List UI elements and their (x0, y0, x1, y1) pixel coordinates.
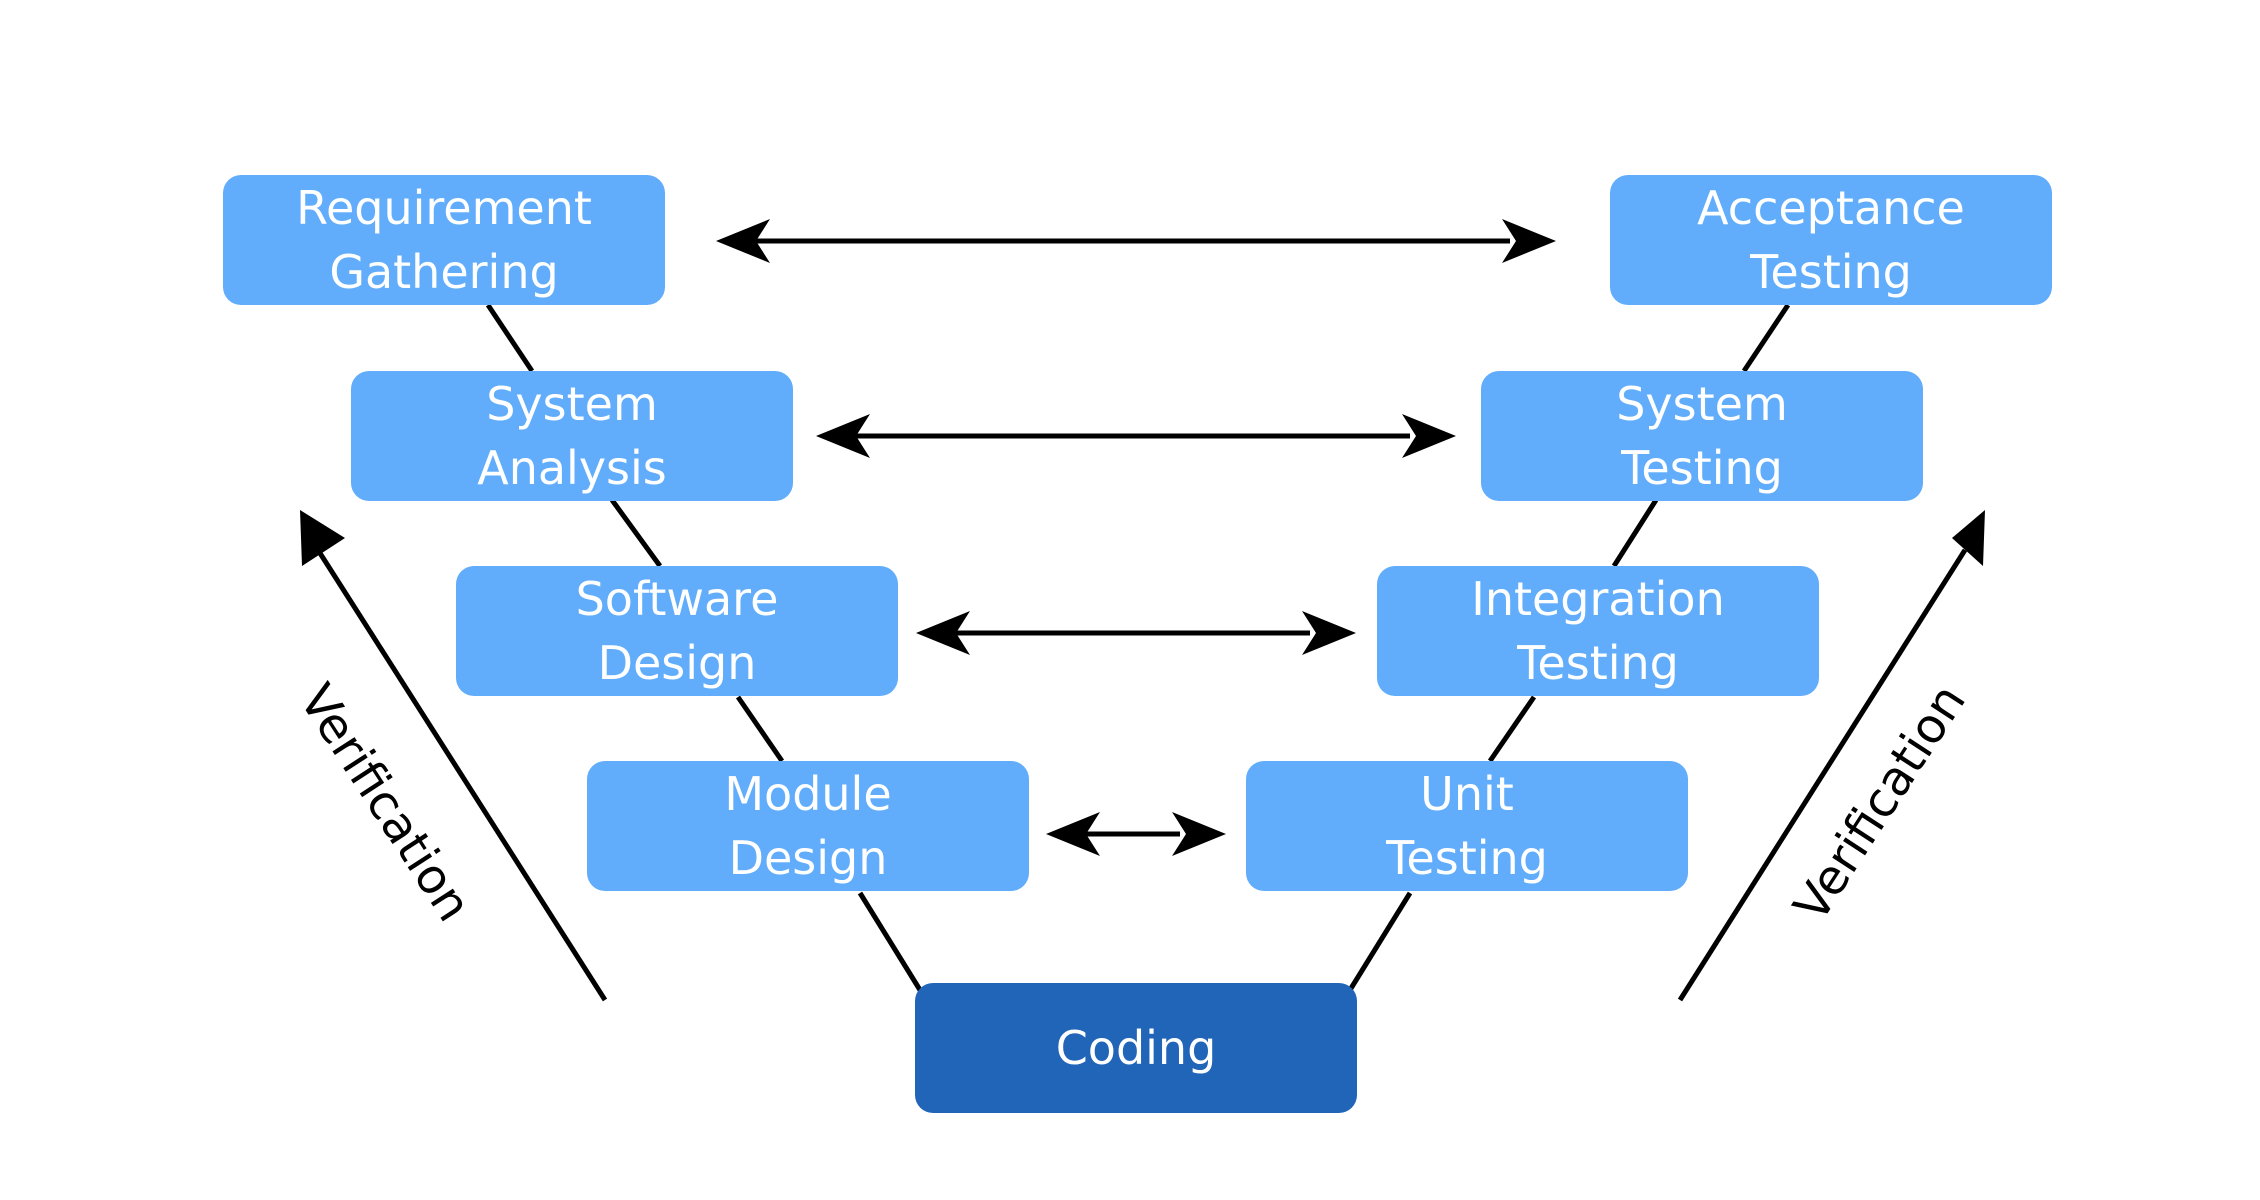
box-line: Testing (1621, 441, 1783, 495)
v-line-right-2 (1611, 498, 1659, 568)
double-arrow-row2-left-head (816, 414, 870, 458)
v-line-left-1 (485, 303, 535, 373)
verification-arrow-left-head (300, 510, 345, 566)
box-coding: Coding (915, 983, 1357, 1113)
box-acceptance-testing: Acceptance Testing (1610, 175, 2052, 305)
double-arrow-row2-right-head (1402, 414, 1456, 458)
double-arrow-row3-left-head (916, 611, 970, 655)
box-line: Coding (1055, 1021, 1217, 1075)
double-arrow-row3-right-head (1302, 611, 1356, 655)
box-line: Software (575, 572, 779, 626)
box-line: Requirement (296, 181, 592, 235)
verification-arrow-right-shaft (1677, 548, 1968, 1002)
box-line: Unit (1420, 767, 1514, 821)
box-line: Testing (1750, 245, 1912, 299)
box-line: System (486, 377, 658, 431)
v-line-left-3 (735, 695, 785, 763)
v-line-left-4 (857, 891, 923, 992)
box-line: Acceptance (1697, 181, 1965, 235)
box-module-design: Module Design (587, 761, 1029, 891)
box-line: Module (724, 767, 892, 821)
box-line: Design (728, 831, 888, 885)
double-arrow-row4-right-head (1172, 812, 1226, 856)
verification-arrow-left-shaft (315, 548, 608, 1002)
v-line-right-4 (1347, 891, 1413, 992)
box-line: Analysis (477, 441, 667, 495)
box-system-testing: System Testing (1481, 371, 1923, 501)
box-line: Testing (1517, 636, 1679, 690)
double-arrow-row1-left-head (716, 219, 770, 263)
double-arrow-row1-right-head (1502, 219, 1556, 263)
box-system-analysis: System Analysis (351, 371, 793, 501)
v-line-right-1 (1741, 303, 1791, 373)
box-requirement-gathering: Requirement Gathering (223, 175, 665, 305)
double-arrow-row4-left-head (1046, 812, 1100, 856)
verification-arrow-right-head (1952, 510, 1985, 566)
v-line-right-3 (1487, 695, 1537, 763)
box-software-design: Software Design (456, 566, 898, 696)
box-unit-testing: Unit Testing (1246, 761, 1688, 891)
box-line: System (1616, 377, 1788, 431)
box-line: Integration (1471, 572, 1725, 626)
box-line: Gathering (329, 245, 559, 299)
box-line: Testing (1386, 831, 1548, 885)
v-line-left-2 (609, 498, 663, 568)
box-integration-testing: Integration Testing (1377, 566, 1819, 696)
box-line: Design (597, 636, 757, 690)
